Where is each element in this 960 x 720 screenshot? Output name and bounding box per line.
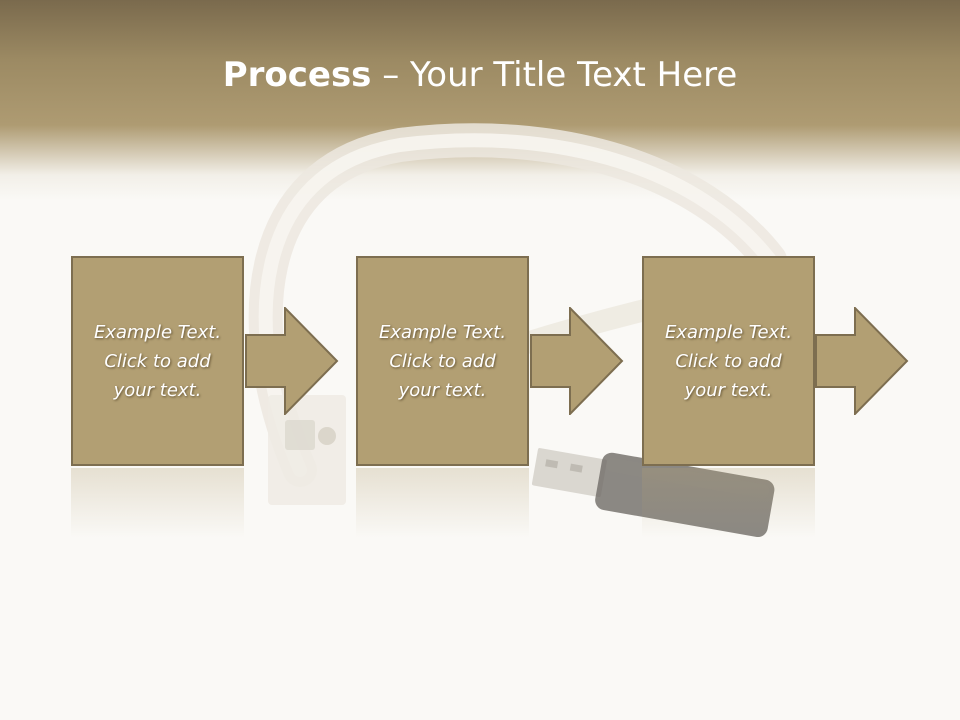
slide-title[interactable]: Process – Your Title Text Here: [0, 50, 960, 100]
process-step-3[interactable]: Example Text. Click to add your text.: [642, 256, 815, 466]
step-3-text: Example Text. Click to add your text.: [664, 321, 793, 401]
step-2-text: Example Text. Click to add your text.: [378, 321, 507, 401]
title-banner: [0, 0, 960, 200]
process-step-1[interactable]: Example Text. Click to add your text.: [71, 256, 244, 466]
slide-title-rest: – Your Title Text Here: [371, 55, 738, 95]
arrow-right-icon: [245, 307, 339, 415]
step-2-reflection: [356, 468, 529, 538]
step-1-text: Example Text. Click to add your text.: [93, 321, 222, 401]
arrow-right-icon: [815, 307, 909, 415]
step-1-reflection: [71, 468, 244, 538]
slide-title-bold: Process: [222, 55, 372, 95]
arrow-right-icon: [530, 307, 624, 415]
step-3-reflection: [642, 468, 815, 538]
process-step-2[interactable]: Example Text. Click to add your text.: [356, 256, 529, 466]
